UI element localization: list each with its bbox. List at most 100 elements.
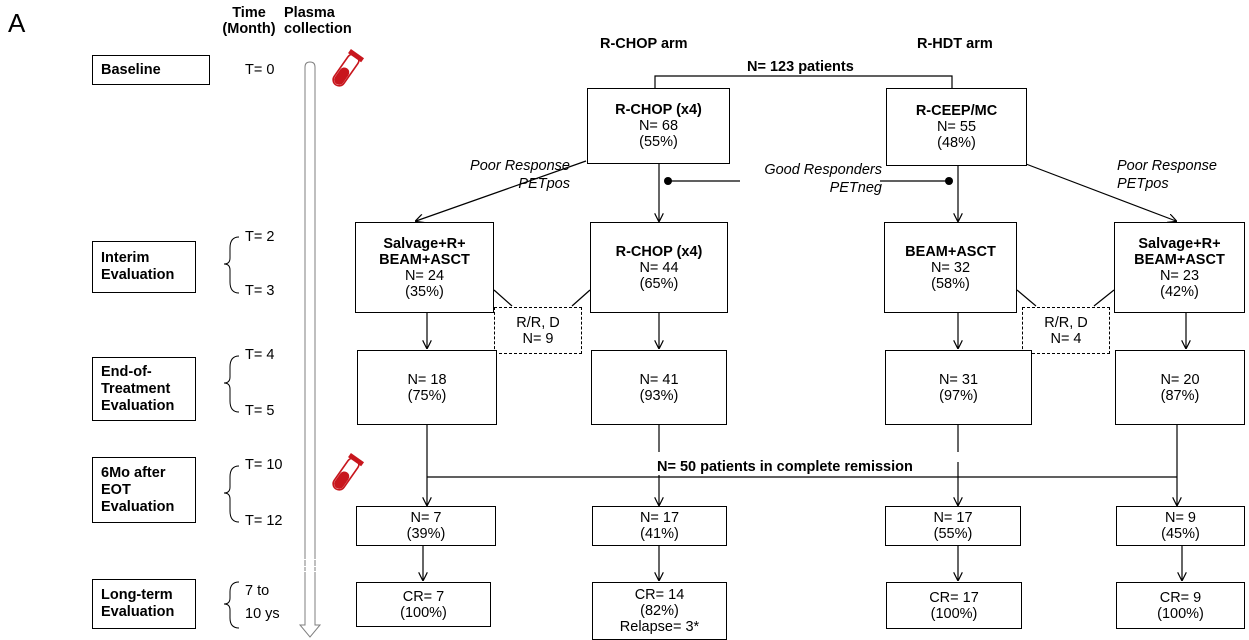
box-eot-2: N= 41 (93%) bbox=[591, 350, 727, 425]
time-t2: T= 2 bbox=[245, 229, 275, 245]
edge-line: Good Responders bbox=[764, 162, 882, 178]
brace-eot bbox=[223, 355, 240, 413]
stage-line: End-of- bbox=[101, 363, 152, 380]
box-line: R-CHOP (x4) bbox=[615, 243, 703, 260]
edge-line: PETneg bbox=[829, 180, 882, 196]
stage-6mo: 6Mo after EOT Evaluation bbox=[92, 457, 196, 523]
blood-tube-icon bbox=[332, 453, 365, 491]
time-t12: T= 12 bbox=[245, 513, 283, 529]
box-line: CR= 7 bbox=[402, 588, 445, 605]
box-line: (75%) bbox=[407, 387, 447, 404]
box-line: (65%) bbox=[639, 275, 679, 292]
complete-remission-label: N= 50 patients in complete remission bbox=[656, 459, 914, 475]
brace-interim bbox=[223, 236, 240, 294]
box-line: CR= 9 bbox=[1159, 589, 1202, 606]
box-line: CR= 14 bbox=[634, 587, 685, 603]
box-line: N= 23 bbox=[1159, 267, 1200, 284]
panel-label: A bbox=[8, 8, 26, 38]
stage-line: Baseline bbox=[101, 61, 161, 78]
box-rchop-initial: R-CHOP (x4) N= 68 (55%) bbox=[587, 88, 730, 164]
box-line: N= 20 bbox=[1160, 371, 1200, 388]
timeline-arrow bbox=[298, 61, 322, 638]
box-line: N= 41 bbox=[639, 371, 679, 388]
box-line: (82%) bbox=[640, 603, 679, 619]
box-line: (100%) bbox=[1157, 605, 1204, 622]
box-line: (55%) bbox=[639, 134, 678, 150]
stage-line: EOT bbox=[101, 481, 131, 498]
box-eot-4: N= 20 (87%) bbox=[1115, 350, 1245, 425]
box-6mo-4: N= 9 (45%) bbox=[1116, 506, 1245, 546]
rr-left-line-a bbox=[493, 289, 513, 307]
box-line: N= 17 bbox=[639, 510, 680, 526]
box-line: N= 55 bbox=[936, 119, 977, 135]
box-line: (100%) bbox=[400, 604, 447, 621]
box-line: (41%) bbox=[640, 526, 679, 542]
box-line: Relapse= 3* bbox=[619, 619, 700, 635]
plasma-header-line: Plasma bbox=[284, 5, 335, 21]
box-rceep-initial: R-CEEP/MC N= 55 (48%) bbox=[886, 88, 1027, 166]
stage-interim: Interim Evaluation bbox=[92, 241, 196, 293]
box-line: (45%) bbox=[1161, 526, 1200, 542]
box-line: (42%) bbox=[1160, 283, 1199, 300]
box-line: (35%) bbox=[405, 283, 444, 300]
stage-line: 6Mo after bbox=[101, 464, 166, 481]
stage-line: Evaluation bbox=[101, 604, 175, 620]
time-header: Time (Month) bbox=[214, 5, 284, 37]
box-salvage-right: Salvage+R+ BEAM+ASCT N= 23 (42%) bbox=[1114, 222, 1245, 313]
box-longterm-1: CR= 7 (100%) bbox=[356, 582, 491, 627]
box-line: (58%) bbox=[931, 275, 970, 292]
poor-response-right: Poor Response PETpos bbox=[1117, 157, 1247, 193]
rr-left-line-b bbox=[571, 289, 591, 307]
stage-eot: End-of- Treatment Evaluation bbox=[92, 357, 196, 421]
plasma-header-line: collection bbox=[284, 21, 352, 37]
box-line: (48%) bbox=[937, 135, 976, 151]
time-t5: T= 5 bbox=[245, 403, 275, 419]
plasma-header: Plasma collection bbox=[284, 5, 354, 37]
box-line: (55%) bbox=[933, 526, 973, 542]
box-line: BEAM+ASCT bbox=[379, 251, 470, 268]
box-line: N= 24 bbox=[404, 267, 445, 284]
stage-line: Treatment bbox=[101, 380, 171, 397]
box-line: N= 32 bbox=[930, 259, 971, 276]
box-line: N= 4 bbox=[1050, 330, 1082, 347]
time-lt2: 10 ys bbox=[245, 606, 280, 622]
good-dot-left bbox=[664, 177, 672, 185]
edge-line: Poor Response bbox=[470, 158, 570, 174]
edge-line: PETpos bbox=[518, 176, 570, 192]
stage-line: Evaluation bbox=[101, 498, 175, 515]
stage-line: Long-term bbox=[101, 587, 173, 603]
top-split-line bbox=[654, 75, 953, 88]
stage-baseline: Baseline bbox=[92, 55, 210, 85]
total-patients: N= 123 patients bbox=[744, 59, 857, 75]
box-longterm-4: CR= 9 (100%) bbox=[1116, 582, 1245, 629]
time-t0: T= 0 bbox=[245, 62, 275, 78]
box-line: N= 9 bbox=[1164, 510, 1197, 526]
stage-line: Evaluation bbox=[101, 397, 175, 414]
box-line: R/R, D bbox=[516, 314, 560, 331]
box-line: R-CHOP (x4) bbox=[615, 102, 702, 118]
poor-response-left: Poor Response PETpos bbox=[450, 157, 570, 193]
box-line: BEAM+ASCT bbox=[1134, 251, 1225, 268]
box-line: N= 17 bbox=[933, 510, 973, 526]
box-line: N= 31 bbox=[938, 371, 979, 388]
box-line: N= 68 bbox=[638, 118, 679, 134]
box-line: N= 7 bbox=[410, 510, 442, 526]
box-line: (39%) bbox=[406, 526, 446, 542]
rr-right-line-a bbox=[1016, 289, 1037, 307]
time-t10: T= 10 bbox=[245, 457, 283, 473]
good-responders: Good Responders PETneg bbox=[738, 161, 882, 197]
good-dot-right bbox=[945, 177, 953, 185]
box-eot-1: N= 18 (75%) bbox=[357, 350, 497, 425]
box-eot-3: N= 31 (97%) bbox=[885, 350, 1032, 425]
box-line: N= 44 bbox=[639, 259, 679, 276]
arrow-rchop-to-salvage-left bbox=[416, 160, 587, 221]
box-line: (93%) bbox=[639, 387, 679, 404]
box-line: (97%) bbox=[939, 387, 978, 404]
box-line: Salvage+R+ bbox=[383, 235, 466, 252]
box-salvage-left: Salvage+R+ BEAM+ASCT N= 24 (35%) bbox=[355, 222, 494, 313]
box-line: (87%) bbox=[1160, 387, 1200, 404]
box-rchop-second: R-CHOP (x4) N= 44 (65%) bbox=[590, 222, 728, 313]
stage-line: Evaluation bbox=[101, 267, 175, 283]
time-header-line: (Month) bbox=[222, 21, 276, 37]
brace-6mo bbox=[223, 465, 240, 523]
